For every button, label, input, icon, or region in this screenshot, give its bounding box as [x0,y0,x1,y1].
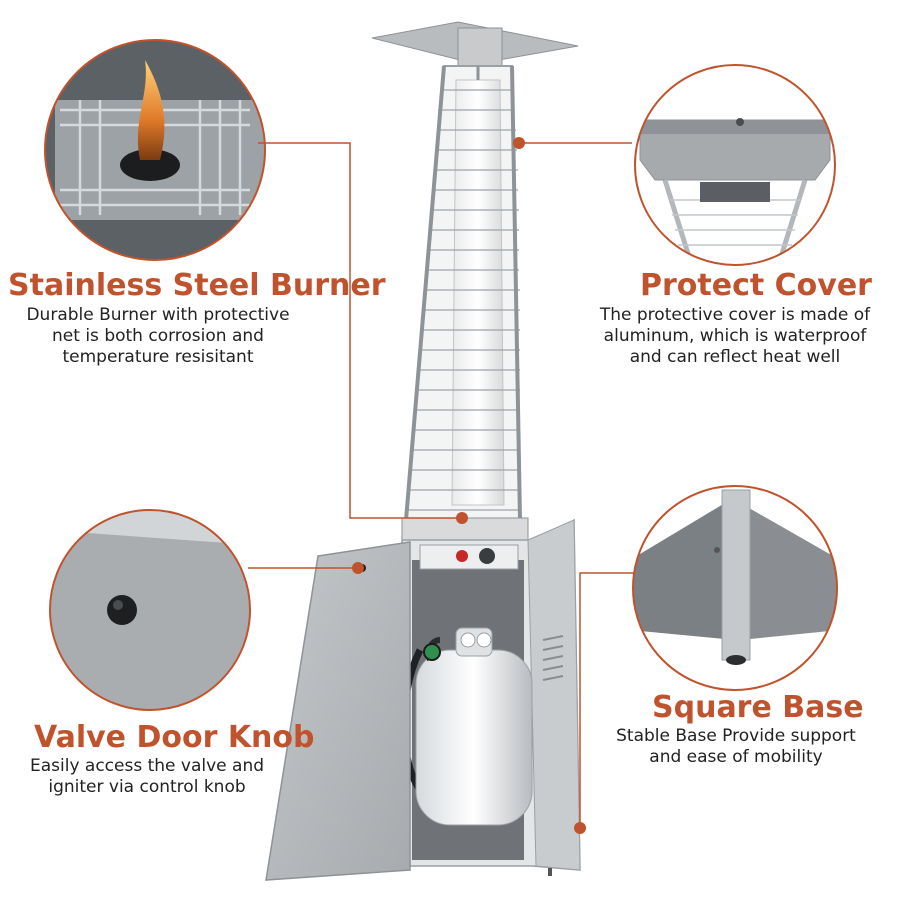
burner-desc-line: Durable Burner with protective [26,305,290,325]
burner-inset [45,40,265,260]
callout-dot-icon [513,137,525,149]
protective-mesh [408,89,520,511]
patio-heater [265,21,581,881]
knob-desc-line: igniter via control knob [48,777,246,797]
base-description: Stable Base Provide support and ease of … [608,726,864,768]
cover-inset [635,65,835,265]
callout-lines [248,142,634,828]
base-inset [633,486,837,690]
knob-inset-ring [49,509,251,711]
callout-dot-icon [574,822,586,834]
burner-description: Durable Burner with protective net is bo… [18,305,298,368]
cover-description: The protective cover is made of aluminum… [590,305,880,368]
knob-description: Easily access the valve and igniter via … [22,756,272,798]
cover-title: Protect Cover [640,268,872,303]
callout-dot-icon [352,562,364,574]
cover-desc-line: The protective cover is made of [599,305,871,325]
callout-dot-icon [456,512,468,524]
knob-inset [50,510,250,710]
knob-desc-line: Easily access the valve and [29,756,265,776]
base-desc-line: Stable Base Provide support [616,726,856,746]
burner-inset-ring [44,39,266,261]
base-inset-ring [632,485,838,691]
burner-desc-line: net is both corrosion and [52,326,264,346]
base-title: Square Base [652,690,864,725]
knob-title: Valve Door Knob [34,720,315,755]
burner-title: Stainless Steel Burner [8,268,386,303]
burner-desc-line: temperature resisitant [62,347,254,367]
cover-desc-line: aluminum, which is waterproof [603,326,867,346]
cover-desc-line: and can reflect heat well [629,347,841,367]
cover-inset-ring [634,64,836,266]
base-desc-line: and ease of mobility [649,747,823,767]
